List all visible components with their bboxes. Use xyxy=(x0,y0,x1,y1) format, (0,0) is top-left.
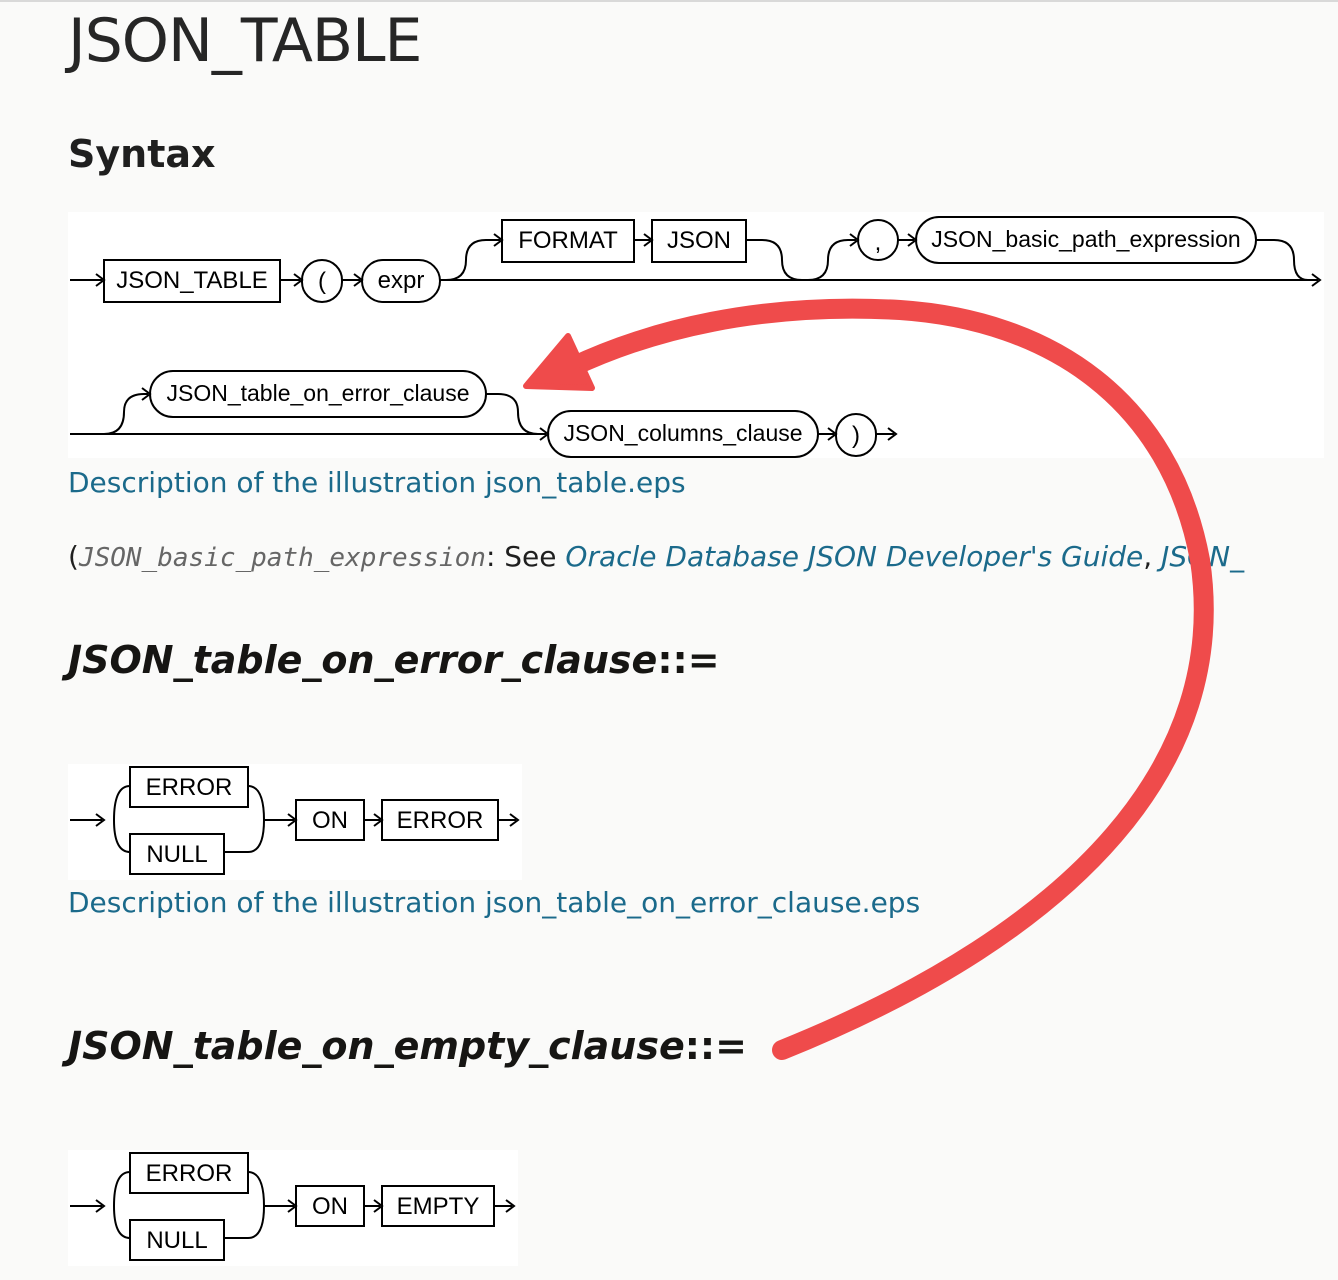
path-expression-note: (JSON_basic_path_expression: See Oracle … xyxy=(68,540,1244,573)
arrow-head xyxy=(95,813,106,827)
branch-line xyxy=(113,1205,131,1239)
branch-line xyxy=(486,393,539,435)
on-error-clause-label: JSON_table_on_error_clause xyxy=(166,380,469,406)
columns-clause-label: JSON_columns_clause xyxy=(563,420,802,446)
on-empty-clause-heading: JSON_table_on_empty_clause::= xyxy=(68,1024,747,1068)
branch-line xyxy=(70,393,148,435)
syntax-heading: Syntax xyxy=(68,132,216,176)
branch-line xyxy=(1256,239,1309,281)
on-error-clause-heading: JSON_table_on_error_clause::= xyxy=(68,638,720,682)
on-keyword: ON xyxy=(312,1193,348,1220)
arrow-head xyxy=(1311,273,1322,287)
branch-line xyxy=(746,239,803,281)
on-error-heading-name: JSON_table_on_error_clause xyxy=(68,638,658,682)
null-keyword-box xyxy=(129,1219,225,1261)
on-empty-heading-op: ::= xyxy=(684,1024,747,1068)
note-open-paren: ( xyxy=(68,540,79,573)
rparen-label: ) xyxy=(852,422,860,449)
empty-keyword: EMPTY xyxy=(397,1193,480,1220)
error-keyword: ERROR xyxy=(146,774,233,801)
arrow-head xyxy=(509,813,520,827)
null-keyword: NULL xyxy=(146,841,207,868)
format-keyword: FORMAT xyxy=(518,227,618,254)
null-keyword: NULL xyxy=(146,1227,207,1254)
arrow-head xyxy=(505,1199,516,1213)
branch-line xyxy=(224,1205,265,1239)
basic-path-expression-label: JSON_basic_path_expression xyxy=(931,226,1240,252)
branch-line xyxy=(807,239,856,281)
arrow-head xyxy=(95,1199,106,1213)
branch-line xyxy=(445,239,500,281)
top-border xyxy=(0,0,1338,2)
page-title: JSON_TABLE xyxy=(68,6,422,76)
null-keyword-box xyxy=(129,833,225,875)
branch-line xyxy=(247,785,265,821)
error-keyword-2: ERROR xyxy=(397,807,484,834)
on-keyword: ON xyxy=(312,807,348,834)
on-empty-clause-diagram: ERROR NULL ON EMPTY xyxy=(68,1150,518,1266)
json-developers-guide-link[interactable]: Oracle Database JSON Developer's Guide xyxy=(565,540,1144,573)
note-see-text: : See xyxy=(485,540,566,573)
on-error-clause-diagram: ERROR NULL ON ERROR xyxy=(68,764,522,880)
json-keyword: JSON xyxy=(667,227,731,254)
lparen-label: ( xyxy=(318,268,326,295)
json-path-link[interactable]: JSON_ xyxy=(1161,540,1245,573)
json-table-description-link[interactable]: Description of the illustration json_tab… xyxy=(68,466,686,499)
on-error-heading-op: ::= xyxy=(657,638,720,682)
branch-line xyxy=(224,819,265,853)
on-error-description-link[interactable]: Description of the illustration json_tab… xyxy=(68,886,921,919)
json-table-keyword: JSON_TABLE xyxy=(116,267,268,294)
branch-line xyxy=(113,819,131,853)
note-comma: , xyxy=(1143,540,1162,573)
on-empty-heading-name: JSON_table_on_empty_clause xyxy=(68,1024,685,1068)
branch-line xyxy=(113,785,131,821)
json-table-syntax-diagram: JSON_TABLE ( expr FORMAT JSON , JSON_bas… xyxy=(68,212,1324,458)
branch-line xyxy=(113,1171,131,1207)
branch-line xyxy=(247,1171,265,1207)
expr-label: expr xyxy=(378,267,425,294)
comma-label: , xyxy=(875,229,882,256)
note-code: JSON_basic_path_expression xyxy=(78,543,486,573)
error-keyword: ERROR xyxy=(146,1160,233,1187)
